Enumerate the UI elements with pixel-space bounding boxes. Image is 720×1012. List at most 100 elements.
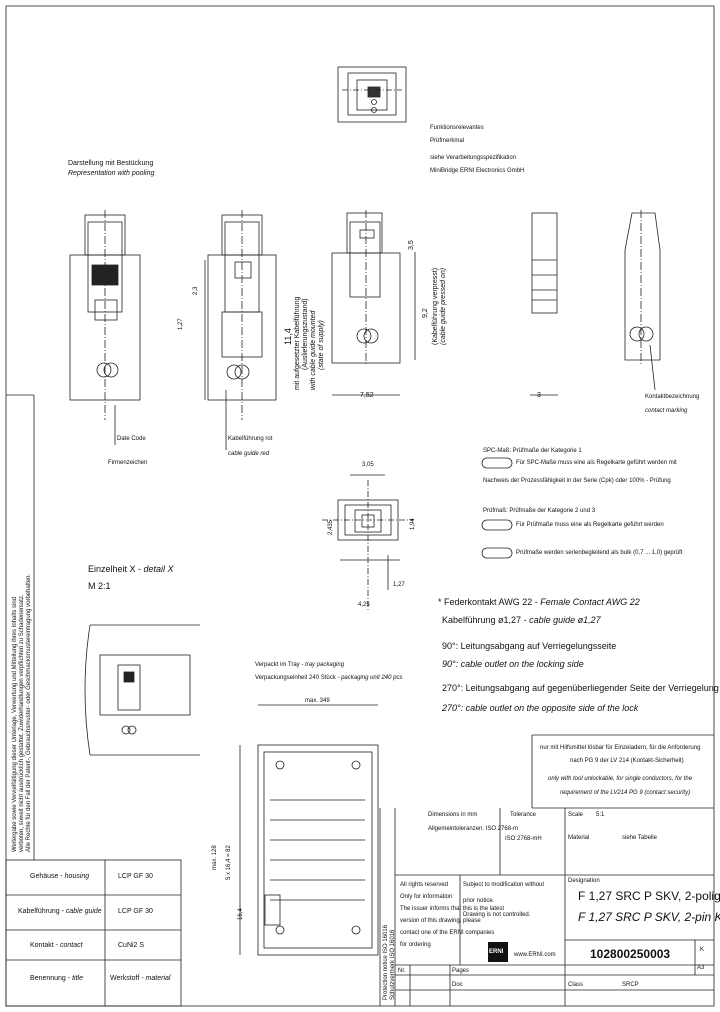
- dim-7-52: 7,52: [360, 392, 374, 399]
- material-row-4-label: Benennung - title: [30, 975, 83, 982]
- rights-line-4: version of this drawing, please: [400, 918, 481, 924]
- title-block-lines: [394, 808, 714, 1006]
- designation-de: F 1,27 SRC P SKV, 2-polig KS: [578, 889, 720, 903]
- female-contact-line-4: 90°: cable outlet on the locking side: [442, 659, 584, 669]
- subject-line-2: prior notice.: [463, 898, 495, 904]
- cable-guide-line-4: (state of supply): [318, 320, 325, 370]
- doc-label: Doc: [452, 982, 463, 988]
- detail-scale: M 2:1: [88, 581, 111, 591]
- designation-en: F 1,27 SRC P SKV, 2-pin KS: [578, 910, 720, 924]
- protection-note-1: Protection notice ISO 16016: [383, 924, 389, 1000]
- female-contact-line-3: 90°: Leitungsabgang auf Verriegelungssei…: [442, 641, 617, 651]
- functional-note-3: siehe Verarbeitungsspezifikation: [430, 155, 517, 161]
- dim-1-27b: 1,27: [393, 582, 405, 588]
- dim-3: 3: [537, 392, 541, 399]
- rights-line-2: Only for information: [400, 894, 453, 900]
- functional-note-1: Funktionsrelevantes: [430, 125, 484, 131]
- usage-note-2: nach PG 9 der LV 214 (Kontakt-Sicherheit…: [570, 758, 684, 764]
- material-value: siehe Tabelle: [622, 835, 657, 841]
- detail-title: Einzelheit X - detail X: [88, 564, 174, 574]
- front-view-2: [204, 210, 277, 450]
- side-view-4: [530, 212, 558, 396]
- cable-guide-line-3: with cable guide mounted: [310, 310, 317, 390]
- copyright-line-2: verboten, soweit nicht ausdrücklich gest…: [19, 594, 25, 852]
- female-contact-line-5: 270°: Leitungsabgang auf gegenüberliegen…: [442, 683, 719, 693]
- functional-note-2: Prüfmerkmal: [430, 138, 465, 144]
- date-code-label: Date Code: [117, 436, 146, 442]
- dim-max-349: max. 349: [305, 698, 330, 704]
- material-row-1-value: LCP GF 30: [118, 873, 153, 880]
- spc-line-4: Prüfmaß: Prüfmaße der Kategorie 2 und 3: [483, 508, 596, 514]
- dim-16-4: 16,4: [238, 908, 244, 920]
- functional-note-4: MiniBridge ERNI Electronics GmbH: [430, 168, 525, 174]
- female-contact-line-2: Kabelführung ø1,27 - cable guide ø1,27: [442, 615, 601, 625]
- revision-k: K: [700, 947, 705, 953]
- iso-tolerance: ISO 2768-mH: [505, 836, 542, 842]
- subject-line-1: Subject to modification without: [463, 882, 545, 888]
- cable-guide-pressed-1: (Kabelführung verpresst): [432, 267, 439, 345]
- copyright-line-1: Weitergabe sowie Vervielfältigung dieser…: [12, 596, 18, 852]
- cable-guide-line-2: (Auslieferungszustand): [302, 298, 309, 370]
- sheet-frame: [5, 5, 715, 1007]
- scale-value: 5:1: [596, 812, 605, 818]
- number-label: Nr.: [398, 968, 406, 974]
- female-contact-line-1: * Federkontakt AWG 22 - Female Contact A…: [438, 597, 640, 607]
- revision-a3: A3: [697, 965, 705, 971]
- dim-info: Dimensions in mm: [428, 812, 478, 818]
- contact-marking-de: Kontaktbezeichnung: [645, 394, 700, 400]
- material-label: Material: [568, 835, 590, 841]
- rights-line-1: All rights reserved: [400, 882, 449, 888]
- spc-line-5: Für Prüfmaße muss eine als Regelkarte ge…: [516, 522, 664, 528]
- contact-marking-en: contact marking: [645, 408, 688, 414]
- front-view-1: [69, 210, 141, 445]
- usage-note-3: only with tool unlockable, for single co…: [548, 776, 693, 782]
- class-value: SRCP: [622, 982, 639, 988]
- erni-logo: ERNI: [489, 949, 504, 955]
- part-number: 102800250003: [590, 947, 671, 961]
- representation-de: Darstellung mit Bestückung: [68, 160, 154, 167]
- designation-label: Designation: [568, 878, 600, 884]
- dim-3-05: 3,05: [362, 462, 374, 468]
- erni-logo-block: [488, 942, 508, 962]
- rights-line-5: contact one of the ERNI companies: [400, 930, 495, 936]
- general-tolerance: Allgemeintoleranzen: ISO 2768-m: [428, 826, 519, 832]
- spc-line-3: Nachweis der Prozessfähigkeit in der Ser…: [483, 478, 671, 484]
- top-view-connector: [337, 66, 407, 123]
- cable-guide-red-de: Kabelführung rot: [228, 436, 273, 442]
- cable-guide-line-1: mit aufgesetzter Kabelführung: [294, 296, 301, 390]
- side-view-3: [331, 210, 416, 396]
- spc-line-6: Prüfmaße werden serienbegleitend als bul…: [516, 550, 683, 556]
- material-row-2-value: LCP GF 30: [118, 908, 153, 915]
- dim-2-3: 2,3: [193, 286, 199, 295]
- firm-sign-label: Firmenzeichen: [108, 460, 148, 466]
- cable-guide-pressed-2: (cable guide pressed on): [440, 267, 447, 345]
- cable-guide-red-en: cable guide red: [228, 451, 270, 457]
- material-row-2-label: Kabelführung - cable guide: [18, 908, 102, 915]
- female-contact-line-6: 270°: cable outlet on the opposite side …: [442, 703, 639, 713]
- tolerance-label: Tolerance: [510, 812, 537, 818]
- dim-9-2: 9,2: [422, 308, 429, 318]
- subject-line-3: Drawing is not controlled.: [463, 912, 531, 918]
- packaging-line-2: Verpackungseinheit 240 Stück - packaging…: [255, 675, 403, 681]
- representation-en: Representation with pooling: [68, 170, 155, 177]
- dim-1-27: 1,27: [178, 318, 184, 330]
- material-row-3-label: Kontakt - contact: [30, 942, 83, 949]
- scale-label: Scale: [568, 812, 584, 818]
- side-view-5: [624, 210, 661, 391]
- dim-2-435: 2,435: [328, 519, 334, 535]
- dim-1-94: 1,94: [410, 518, 416, 530]
- rights-line-3: The issuer informs that this is the late…: [400, 906, 505, 912]
- dim-11-4: 11,4: [283, 328, 293, 345]
- rights-line-6: for ordering: [400, 942, 431, 948]
- packaging-line-1: Verpackt im Tray - tray packaging: [255, 662, 345, 668]
- spc-line-1: SPC-Maß: Prüfmaße der Kategorie 1: [483, 448, 582, 454]
- dim-4-25: 4,25: [358, 602, 370, 608]
- dim-5x16: 5 x 16,4 = 82: [226, 845, 232, 880]
- website: www.ERNI.com: [514, 952, 556, 958]
- dim-3-5: 3,5: [408, 240, 415, 250]
- usage-note-1: nur mit Hilfsmittel lösbar für Einzelade…: [540, 745, 701, 751]
- material-row-4-value: Werkstoff - material: [110, 975, 171, 982]
- section-view: [322, 474, 414, 610]
- material-row-1-label: Gehäuse - housing: [30, 873, 90, 880]
